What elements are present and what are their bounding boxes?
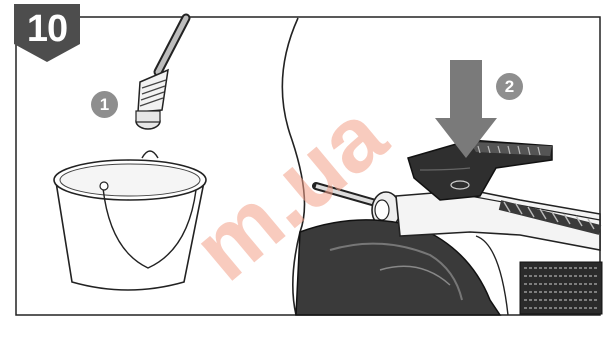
hose-icon [136,18,186,129]
hose-clip-icon [408,140,552,200]
step-number: 10 [14,8,80,51]
callout-1: 1 [91,91,118,118]
callout-2: 2 [496,73,523,100]
